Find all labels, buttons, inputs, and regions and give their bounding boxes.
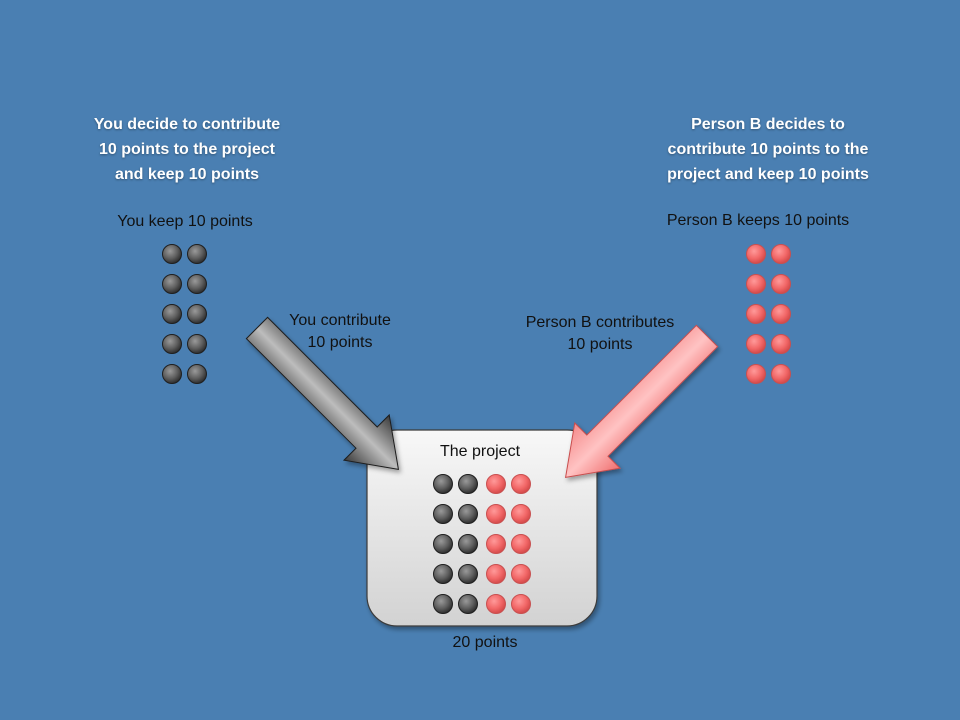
you-kept-point <box>187 274 207 294</box>
person-b-kept-point <box>746 364 766 384</box>
you-contribute-label: You contribute 10 points <box>289 312 391 351</box>
project-point-person-b <box>511 504 531 524</box>
project-point-person-b <box>511 474 531 494</box>
person-b-kept-point <box>771 274 791 294</box>
project-title: The project <box>439 443 521 460</box>
person-b-kept-point <box>746 274 766 294</box>
project-total-label: 20 points <box>452 634 518 651</box>
you-heading: You decide to contribute 10 points to th… <box>93 116 281 183</box>
person-b-kept-point <box>771 304 791 324</box>
project-point-you <box>433 594 453 614</box>
person-b-kept-point <box>771 244 791 264</box>
you-keep-label: You keep 10 points <box>117 213 253 230</box>
project-point-you <box>458 564 478 584</box>
person-b-kept-point <box>771 364 791 384</box>
you-kept-point <box>187 304 207 324</box>
project-point-you <box>458 594 478 614</box>
project-point-you <box>433 534 453 554</box>
person-b-contribute-label: Person B contributes 10 points <box>525 314 675 353</box>
you-kept-point <box>187 244 207 264</box>
you-kept-point <box>162 244 182 264</box>
you-contribute-arrow <box>245 316 400 471</box>
project-point-person-b <box>511 594 531 614</box>
project-point-you <box>458 534 478 554</box>
you-kept-point <box>162 304 182 324</box>
project-point-you <box>433 474 453 494</box>
project-point-person-b <box>486 594 506 614</box>
project-point-you <box>458 504 478 524</box>
person-b-keep-label: Person B keeps 10 points <box>666 212 850 229</box>
project-point-person-b <box>511 564 531 584</box>
person-b-kept-point <box>746 304 766 324</box>
person-b-contribute-arrow <box>564 324 719 479</box>
project-point-you <box>433 504 453 524</box>
project-point-person-b <box>486 474 506 494</box>
person-b-kept-point <box>746 244 766 264</box>
person-b-heading: Person B decides to contribute 10 points… <box>667 116 869 183</box>
project-point-you <box>433 564 453 584</box>
person-b-kept-point <box>746 334 766 354</box>
you-kept-point <box>162 274 182 294</box>
project-box <box>366 429 598 627</box>
you-kept-point <box>162 334 182 354</box>
project-point-person-b <box>486 564 506 584</box>
you-kept-point <box>187 364 207 384</box>
you-kept-point <box>187 334 207 354</box>
project-point-person-b <box>511 534 531 554</box>
person-b-kept-point <box>771 334 791 354</box>
point-dots <box>162 244 791 614</box>
project-point-person-b <box>486 534 506 554</box>
you-kept-point <box>162 364 182 384</box>
project-point-you <box>458 474 478 494</box>
project-point-person-b <box>486 504 506 524</box>
